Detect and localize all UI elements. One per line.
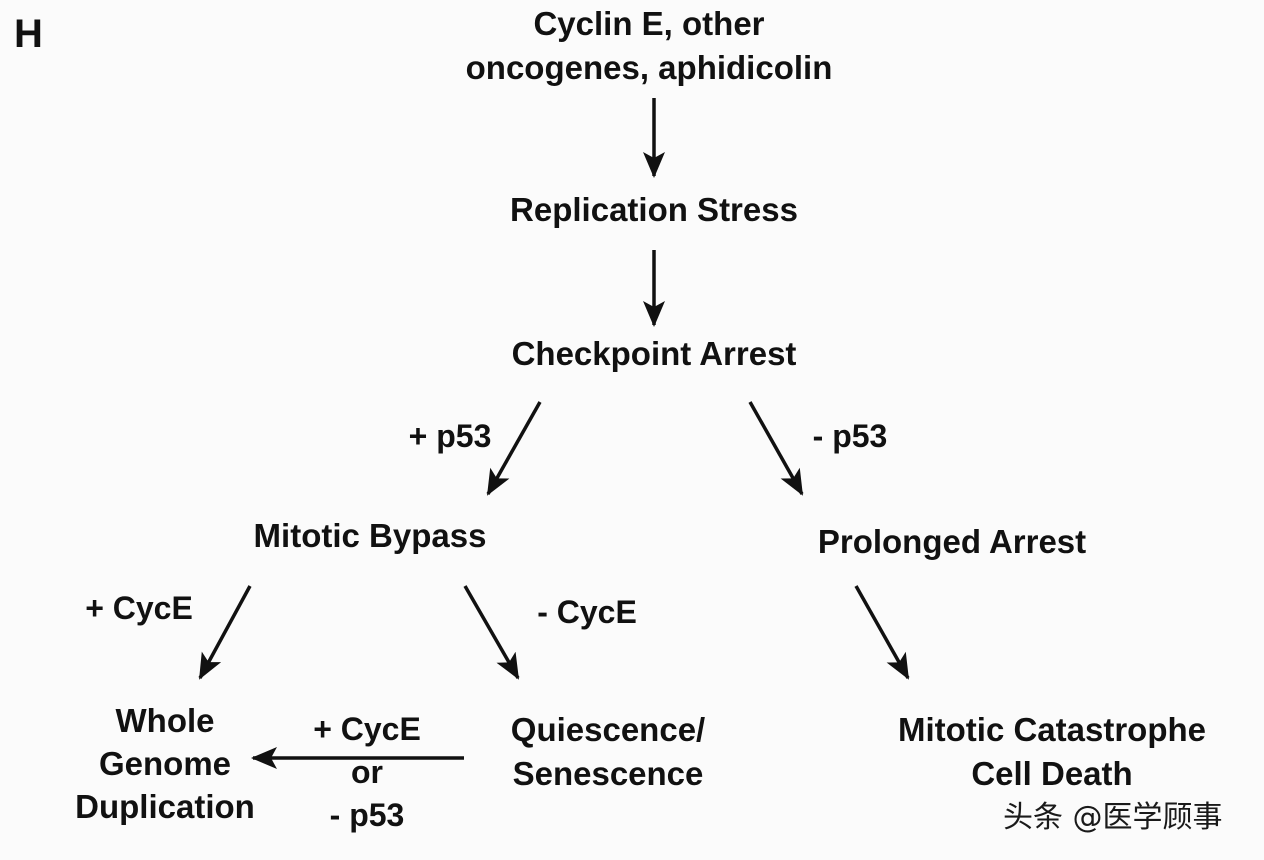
edge-label-minus-cyce: - CycE <box>537 594 637 630</box>
node-mitotic-catastrophe-line1: Mitotic Catastrophe <box>897 711 1207 748</box>
node-quiescence-line1: Quiescence/ <box>510 711 706 748</box>
node-whole-genome-line3: Duplication <box>75 788 255 825</box>
node-cyclin-e-line1: Cyclin E, other <box>533 5 765 42</box>
node-whole-genome-duplication: Whole Genome Duplication <box>75 699 255 828</box>
edge-label-plus-cyce: + CycE <box>85 590 193 626</box>
node-prolonged-arrest: Prolonged Arrest <box>817 523 1087 560</box>
arrow-bypass-to-quiescence <box>463 585 520 680</box>
edge-label-minus-p53: - p53 <box>812 418 888 454</box>
node-checkpoint-arrest: Checkpoint Arrest <box>511 335 797 372</box>
arrow-checkpoint-to-bypass <box>486 401 542 496</box>
node-whole-genome-line1: Whole <box>115 702 215 739</box>
node-replication-stress: Replication Stress <box>510 191 798 228</box>
node-whole-genome-line2: Genome <box>98 745 232 782</box>
watermark-text: 头条 @医学顾事 <box>1003 800 1223 835</box>
node-mitotic-bypass: Mitotic Bypass <box>253 517 487 554</box>
arrow-bypass-to-genome <box>198 585 252 680</box>
node-quiescence-line2: Senescence <box>512 755 704 792</box>
node-cyclin-e-line2: oncogenes, aphidicolin <box>465 49 833 86</box>
edge-label-cyce-or-p53-line2: or <box>351 754 383 790</box>
node-quiescence-senescence: Quiescence/ Senescence <box>511 708 705 796</box>
node-cyclin-e: Cyclin E, other oncogenes, aphidicolin <box>466 2 833 90</box>
node-mitotic-catastrophe-line2: Cell Death <box>971 755 1133 792</box>
panel-label: H <box>14 12 43 56</box>
edge-label-cyce-or-p53-line3: - p53 <box>329 797 405 833</box>
edge-label-plus-p53: + p53 <box>408 418 492 454</box>
arrow-checkpoint-to-prolonged <box>748 401 804 496</box>
arrow-prolonged-to-catastrophe <box>854 585 910 680</box>
edge-label-cyce-or-p53: + CycE or - p53 <box>313 708 421 837</box>
edge-label-cyce-or-p53-line1: + CycE <box>313 711 421 747</box>
node-mitotic-catastrophe: Mitotic Catastrophe Cell Death <box>898 708 1206 796</box>
